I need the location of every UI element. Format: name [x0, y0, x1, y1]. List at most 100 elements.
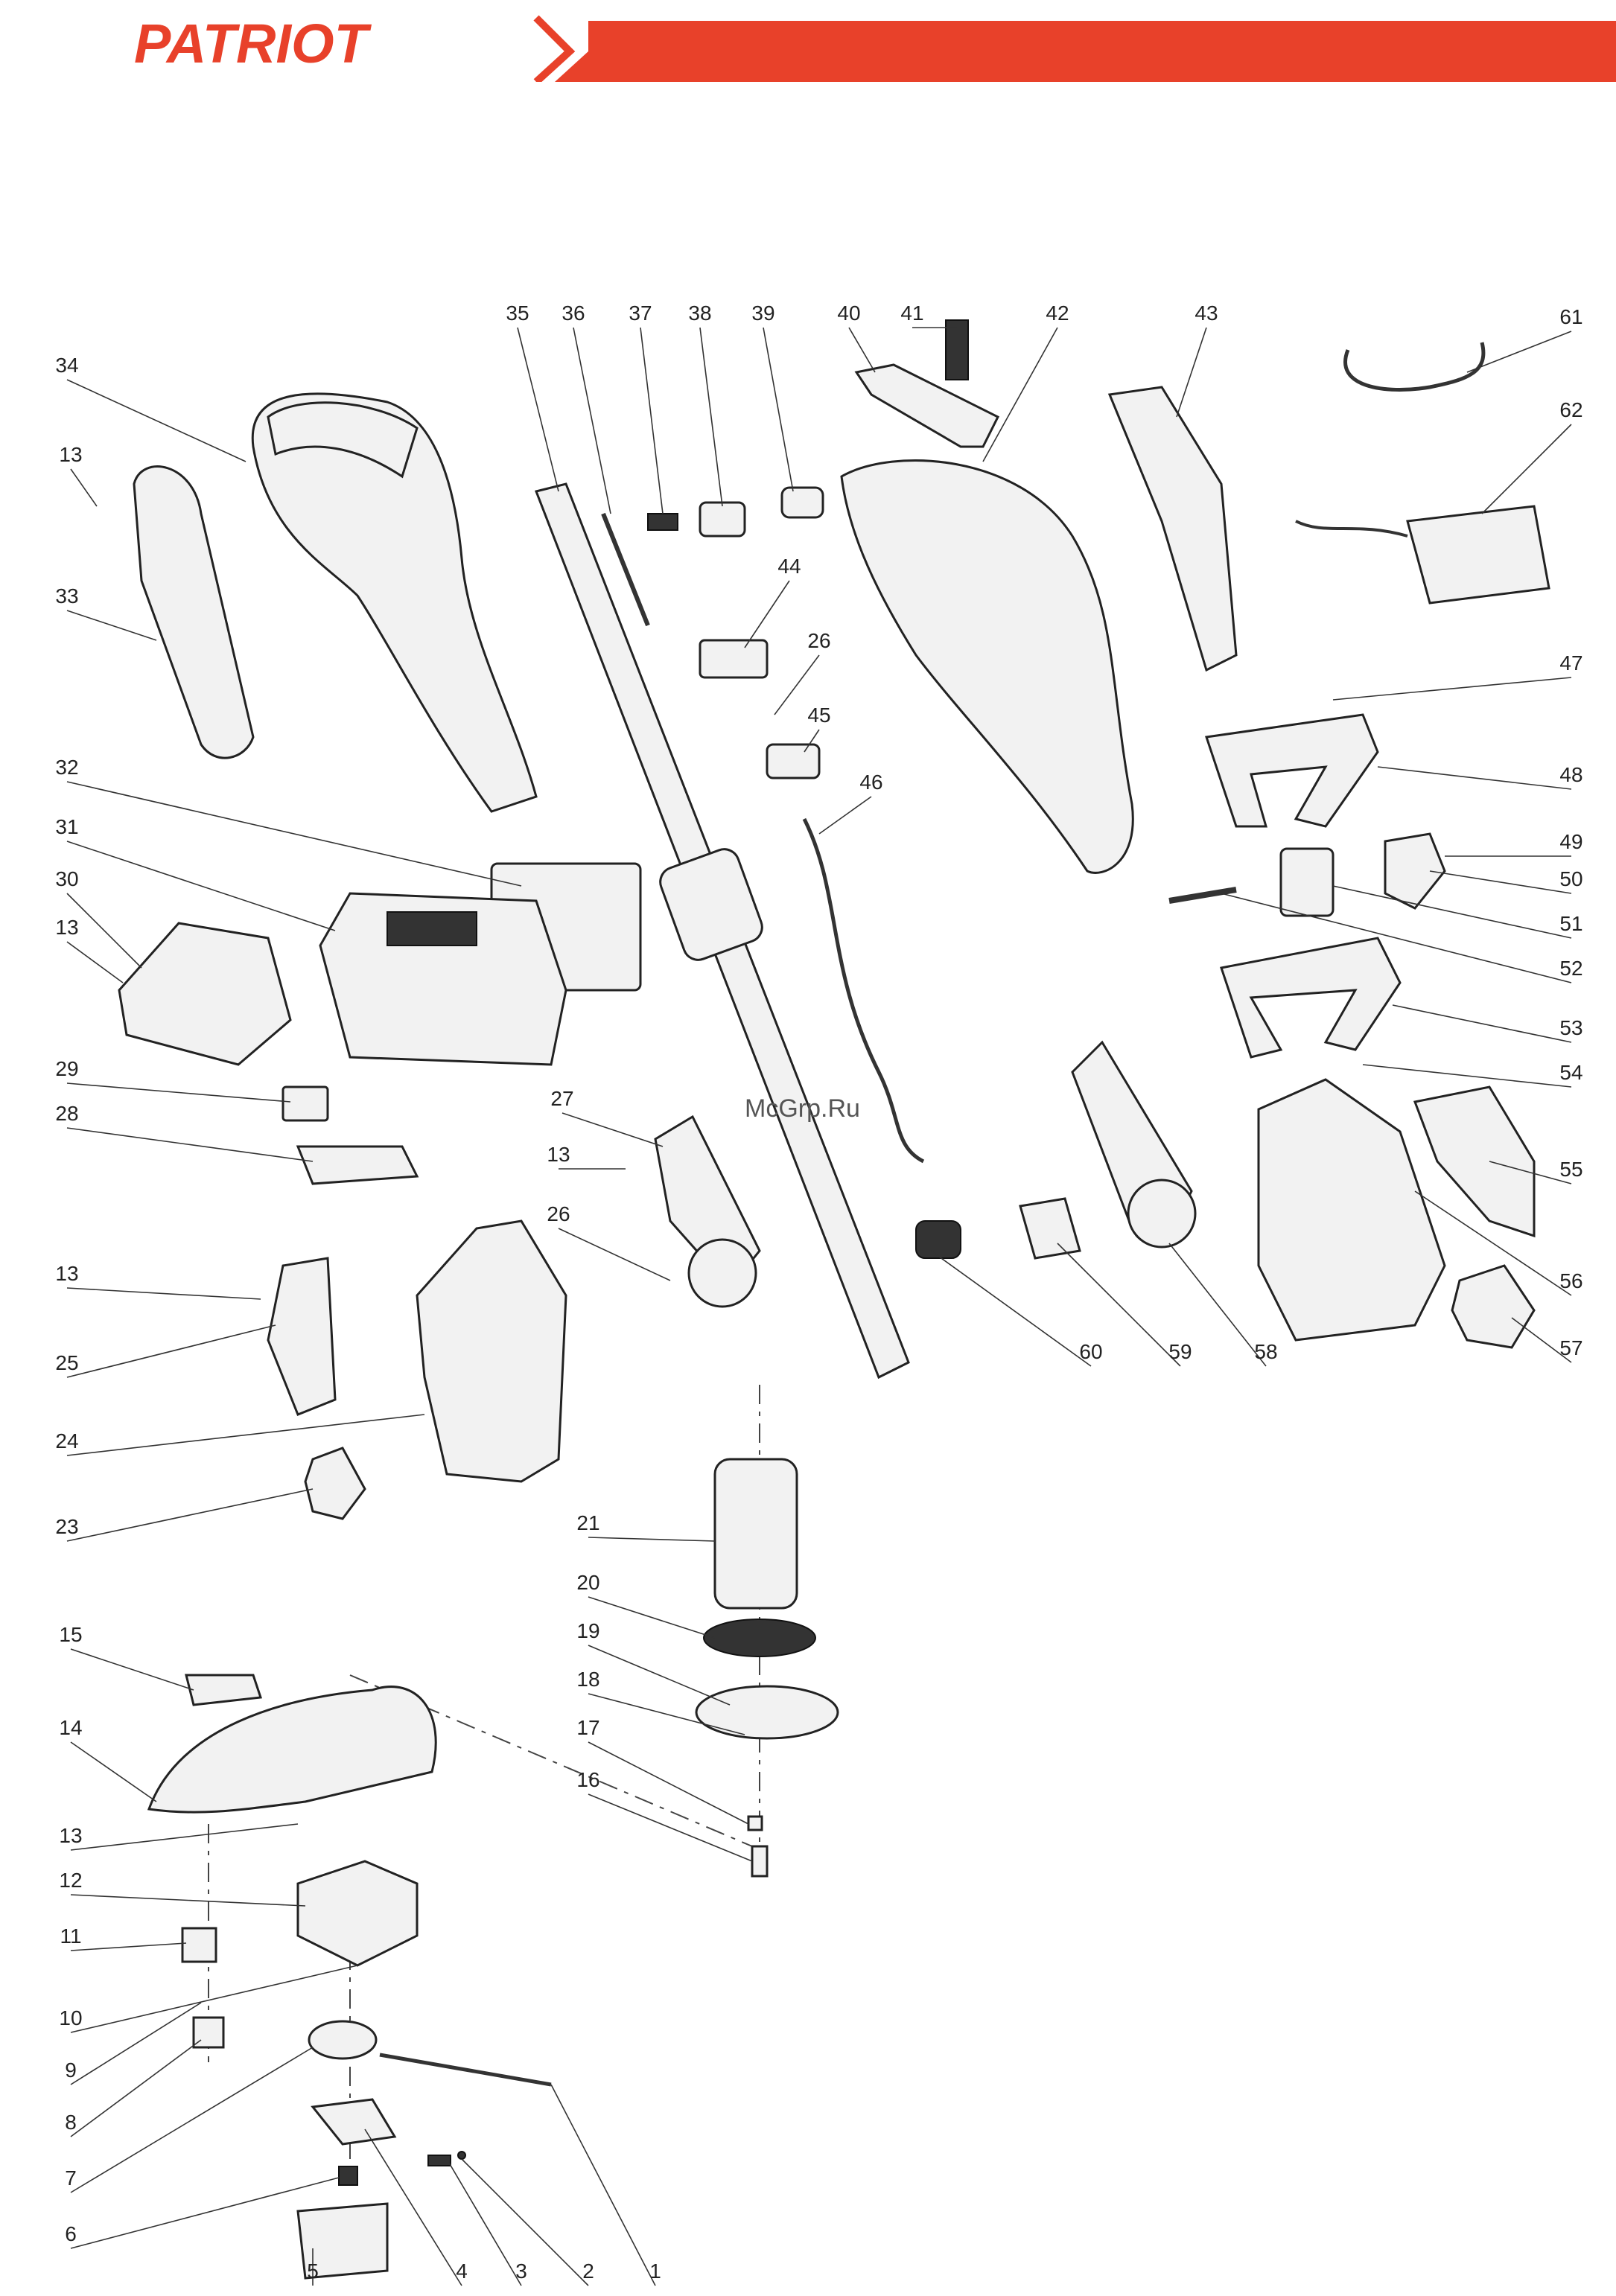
callout-leader-43: [1177, 328, 1206, 417]
part-33-side-cover: [134, 467, 253, 759]
callout-57: 57: [1559, 1336, 1582, 1359]
callout-18: 18: [576, 1668, 599, 1691]
callout-leader-7: [71, 2047, 313, 2193]
callout-leader-14: [71, 1742, 156, 1802]
callout-53: 53: [1559, 1016, 1582, 1039]
part-42-handle-half: [842, 461, 1133, 873]
callout-leader-1: [551, 2085, 655, 2286]
callout-52: 52: [1559, 957, 1582, 980]
callout-leader-54: [1363, 1065, 1571, 1087]
callout-leader-42: [983, 328, 1057, 462]
callout-13: 13: [59, 443, 82, 466]
callout-leader-37: [640, 328, 663, 514]
part-23-label: [305, 1448, 365, 1519]
callout-leader-25: [67, 1325, 276, 1377]
part-7-spool: [309, 2021, 376, 2059]
callout-leader-27: [562, 1113, 663, 1147]
part-8-blade: [194, 2018, 223, 2047]
callout-leader-29: [67, 1083, 290, 1102]
callout-34: 34: [55, 354, 78, 377]
part-19-motor-plate: [696, 1686, 838, 1738]
callout-29: 29: [55, 1057, 78, 1080]
callout-14: 14: [59, 1716, 82, 1739]
part-25-vent-cover: [268, 1258, 335, 1415]
callout-leader-24: [67, 1415, 424, 1455]
callout-25: 25: [55, 1351, 78, 1374]
callout-leader-39: [763, 328, 793, 491]
callout-leader-16: [588, 1794, 752, 1861]
callout-4: 4: [456, 2260, 468, 2283]
callout-leader-19: [588, 1645, 730, 1705]
callout-6: 6: [65, 2222, 77, 2245]
callout-leader-11: [71, 1943, 186, 1951]
callout-leader-62: [1482, 424, 1571, 514]
callout-leader-60: [931, 1251, 1091, 1366]
callout-43: 43: [1194, 302, 1218, 325]
part-45-bracket: [767, 744, 819, 778]
callout-51: 51: [1559, 912, 1582, 935]
callout-19: 19: [576, 1619, 599, 1642]
callout-30: 30: [55, 867, 78, 890]
callout-2: 2: [582, 2260, 594, 2283]
callout-10: 10: [59, 2006, 82, 2029]
part-12-motor-mount: [298, 1861, 417, 1965]
callout-17: 17: [576, 1716, 599, 1739]
part-40-trigger: [856, 365, 998, 447]
callout-9: 9: [65, 2059, 77, 2082]
part-14-guard: [149, 1687, 436, 1813]
callout-37: 37: [629, 302, 652, 325]
callout-13: 13: [547, 1143, 570, 1166]
part-53-bracket: [1221, 938, 1400, 1057]
callout-leader-9: [71, 2003, 201, 2085]
callout-leader-15: [71, 1649, 194, 1690]
callout-26: 26: [807, 629, 830, 652]
part-57-label: [1452, 1266, 1534, 1348]
callout-16: 16: [576, 1768, 599, 1791]
part-20-gasket: [704, 1619, 815, 1656]
callout-3: 3: [515, 2260, 527, 2283]
part-55-vent-cover: [1415, 1087, 1534, 1236]
callout-32: 32: [55, 756, 78, 779]
part-62-cord: [1296, 521, 1407, 536]
callout-1: 1: [649, 2260, 661, 2283]
part-15-label: [186, 1675, 261, 1705]
callout-27: 27: [550, 1087, 573, 1110]
callout-leader-21: [588, 1537, 715, 1541]
callout-leader-8: [71, 2040, 201, 2137]
callout-23: 23: [55, 1515, 78, 1538]
callout-26: 26: [547, 1202, 570, 1225]
part-52-bolt: [1169, 890, 1236, 901]
callout-42: 42: [1046, 302, 1069, 325]
part-51-grip: [1281, 849, 1333, 916]
callout-leader-59: [1057, 1243, 1180, 1366]
callout-35: 35: [506, 302, 529, 325]
callout-leader-12: [71, 1895, 305, 1906]
callout-40: 40: [837, 302, 860, 325]
callout-7: 7: [65, 2166, 77, 2190]
callout-24: 24: [55, 1429, 78, 1452]
callout-12: 12: [59, 1869, 82, 1892]
callout-leader-17: [588, 1742, 748, 1824]
callout-31: 31: [55, 815, 78, 838]
callout-leader-46: [819, 797, 871, 834]
callout-46: 46: [859, 771, 882, 794]
part-35-shaft-joint: [656, 845, 766, 964]
callout-62: 62: [1559, 398, 1582, 421]
part-62-charger: [1407, 506, 1549, 603]
callout-leader-28: [67, 1128, 313, 1161]
callout-leader-53: [1393, 1005, 1571, 1042]
callout-58: 58: [1254, 1340, 1277, 1363]
part-41-spring: [946, 320, 968, 380]
callout-33: 33: [55, 584, 78, 608]
part-16-sleeve: [752, 1846, 767, 1876]
callout-44: 44: [777, 555, 801, 578]
callout-38: 38: [688, 302, 711, 325]
part-38-button: [700, 503, 745, 536]
callout-leader-34: [67, 380, 246, 462]
callout-leader-51: [1333, 886, 1571, 938]
callout-leader-50: [1430, 871, 1571, 893]
callout-leader-13e: [71, 1824, 298, 1850]
part-21-motor: [715, 1459, 797, 1608]
callout-45: 45: [807, 704, 830, 727]
part-28-terminal-plate: [298, 1147, 417, 1184]
